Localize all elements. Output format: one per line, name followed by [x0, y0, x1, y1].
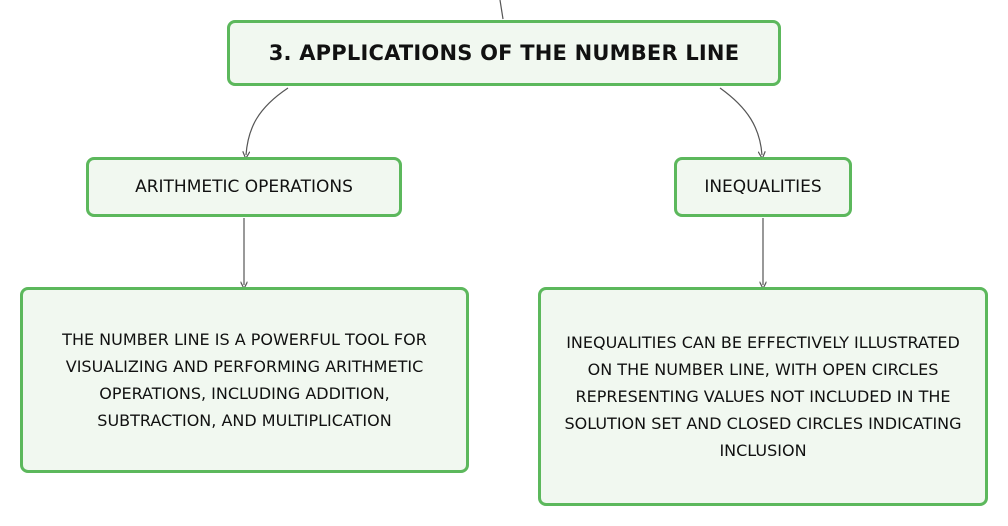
detail-text-inequalities: INEQUALITIES CAN BE EFFECTIVELY ILLUSTRA… — [564, 333, 962, 460]
connector-parent-to-main — [499, 0, 504, 20]
detail-node-inequalities[interactable]: INEQUALITIES CAN BE EFFECTIVELY ILLUSTRA… — [538, 287, 988, 506]
branch-node-arithmetic-operations[interactable]: ARITHMETIC OPERATIONS — [86, 157, 402, 217]
branch-label-inequalities: INEQUALITIES — [704, 177, 822, 197]
detail-node-arithmetic-operations[interactable]: THE NUMBER LINE IS A POWERFUL TOOL FOR V… — [20, 287, 469, 473]
branch-label-arithmetic-operations: ARITHMETIC OPERATIONS — [135, 177, 353, 197]
detail-text-arithmetic-operations: THE NUMBER LINE IS A POWERFUL TOOL FOR V… — [62, 330, 427, 430]
connector-main-to-arithmetic — [246, 87, 289, 155]
branch-node-inequalities[interactable]: INEQUALITIES — [674, 157, 852, 217]
main-topic-node[interactable]: 3. APPLICATIONS OF THE NUMBER LINE — [227, 20, 781, 86]
main-topic-label: 3. APPLICATIONS OF THE NUMBER LINE — [268, 41, 740, 65]
connector-main-to-inequalities — [719, 87, 762, 155]
